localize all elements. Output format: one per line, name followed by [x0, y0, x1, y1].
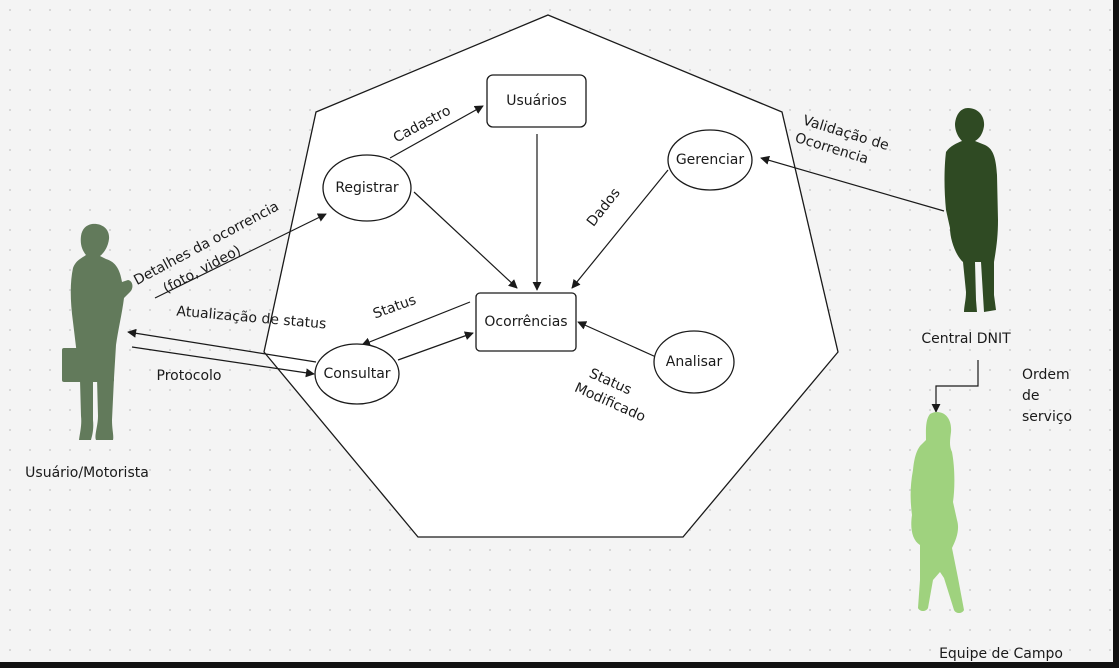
registrar-ellipse: [322, 154, 412, 222]
arrow-central-equipe: [931, 360, 979, 413]
ordem-line3: serviço: [1022, 409, 1072, 425]
arrow-ocorrencias-consultar: [361, 301, 471, 347]
arrow-gerenciar-ocorrencias: [571, 169, 669, 289]
ordem-line1: Ordem: [1022, 367, 1070, 383]
central-dnit-figure: [944, 108, 998, 312]
ocorrencias-label: Ocorrências: [484, 314, 567, 330]
analisar-label: Analisar: [666, 354, 723, 370]
arrow-central-gerenciar: [760, 155, 945, 212]
arrow-usuario-consultar: [131, 346, 315, 378]
arrow-consultar-usuario: [127, 328, 317, 363]
analisar-ellipse: [653, 330, 735, 394]
ordem-line2: de: [1022, 388, 1040, 404]
arrow-usuario-registrar: [154, 213, 327, 299]
arrow-consultar-ocorrencias: [397, 331, 474, 361]
usuarios-label: Usuários: [506, 93, 567, 109]
equipe-campo-label: Equipe de Campo: [939, 646, 1063, 662]
arrow-analisar-ocorrencias: [577, 321, 657, 358]
ocorrencias-box: [475, 292, 577, 352]
consultar-label: Consultar: [323, 366, 390, 382]
arrow-registrar-usuarios: [389, 105, 484, 159]
central-dnit-label: Central DNIT: [921, 331, 1011, 347]
arrow-registrar-ocorrencias: [413, 191, 518, 289]
consultar-ellipse: [314, 343, 400, 405]
usuario-motorista-figure: [62, 223, 133, 440]
gerenciar-label: Gerenciar: [676, 152, 745, 168]
equipe-campo-figure: [910, 412, 964, 613]
protocolo-label: Protocolo: [157, 368, 222, 384]
registrar-label: Registrar: [335, 180, 399, 196]
gerenciar-ellipse: [667, 129, 753, 191]
usuario-motorista-label: Usuário/Motorista: [25, 465, 149, 481]
usuarios-box: [486, 74, 587, 128]
